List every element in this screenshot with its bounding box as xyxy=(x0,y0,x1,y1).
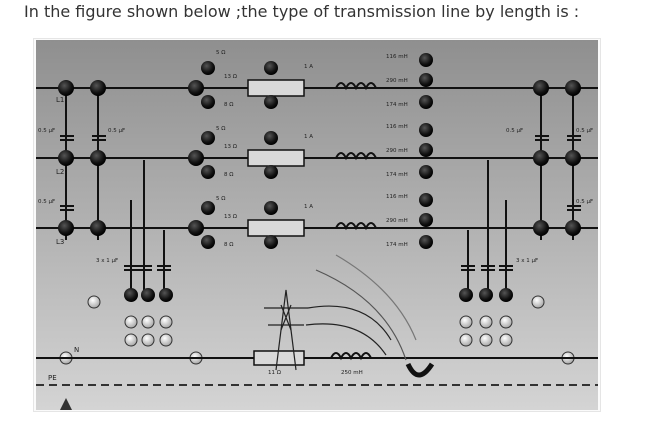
pylon-illustration xyxy=(264,254,417,371)
r-bot-2-label: 8 Ω xyxy=(224,172,233,178)
panel-background xyxy=(36,40,598,410)
shunt-capacitors xyxy=(60,135,581,271)
l-top-2-label: 116 mH xyxy=(386,124,408,130)
cap-right-a-label: 0.5 µF xyxy=(506,128,523,134)
l-mid-1-label: 290 mH xyxy=(386,78,408,84)
pe-label: PE xyxy=(48,374,57,382)
r-top-2-label: 5 Ω xyxy=(216,126,225,132)
cap-bank-left-label: 3 x 1 µF xyxy=(96,258,118,264)
transmission-line-panel-photo: 5 Ω 13 Ω 8 Ω 1 A 116 mH 290 mH 174 mH 5 … xyxy=(36,40,598,410)
line-label-l1: L1 xyxy=(56,96,64,104)
neutral-inductor-label: 250 mH xyxy=(341,370,363,376)
l-bot-3-label: 174 mH xyxy=(386,242,408,248)
phase-row-1 xyxy=(36,79,598,97)
r-top-3-label: 5 Ω xyxy=(216,196,225,202)
sockets xyxy=(59,295,575,365)
cap-left-c-label: 0.5 µF xyxy=(38,199,55,205)
cap-right-c-label: 0.5 µF xyxy=(576,199,593,205)
question-text: In the figure shown below ;the type of t… xyxy=(24,2,580,21)
neutral-resistor-label: 11 Ω xyxy=(268,370,281,376)
l-bot-2-label: 174 mH xyxy=(386,172,408,178)
current-1-label: 1 A xyxy=(304,64,313,70)
current-3-label: 1 A xyxy=(304,204,313,210)
l-bot-1-label: 174 mH xyxy=(386,102,408,108)
r-mid-3-label: 13 Ω xyxy=(224,214,237,220)
l-mid-2-label: 290 mH xyxy=(386,148,408,154)
line-label-l2: L2 xyxy=(56,168,64,176)
current-2-label: 1 A xyxy=(304,134,313,140)
cap-right-b-label: 0.5 µF xyxy=(576,128,593,134)
l-top-1-label: 116 mH xyxy=(386,54,408,60)
phase-row-3 xyxy=(36,219,598,237)
r-top-1-label: 5 Ω xyxy=(216,50,225,56)
cap-bank-right-label: 3 x 1 µF xyxy=(516,258,538,264)
l-mid-3-label: 290 mH xyxy=(386,218,408,224)
cap-left-b-label: 0.5 µF xyxy=(108,128,125,134)
l-top-3-label: 116 mH xyxy=(386,194,408,200)
neutral-label: N xyxy=(74,346,79,354)
phase-row-2 xyxy=(36,149,598,167)
r-mid-2-label: 13 Ω xyxy=(224,144,237,150)
r-mid-1-label: 13 Ω xyxy=(224,74,237,80)
terminals xyxy=(58,53,581,302)
line-label-l3: L3 xyxy=(56,238,64,246)
r-bot-3-label: 8 Ω xyxy=(224,242,233,248)
r-bot-1-label: 8 Ω xyxy=(224,102,233,108)
cap-left-a-label: 0.5 µF xyxy=(38,128,55,134)
neutral-line xyxy=(36,350,598,410)
